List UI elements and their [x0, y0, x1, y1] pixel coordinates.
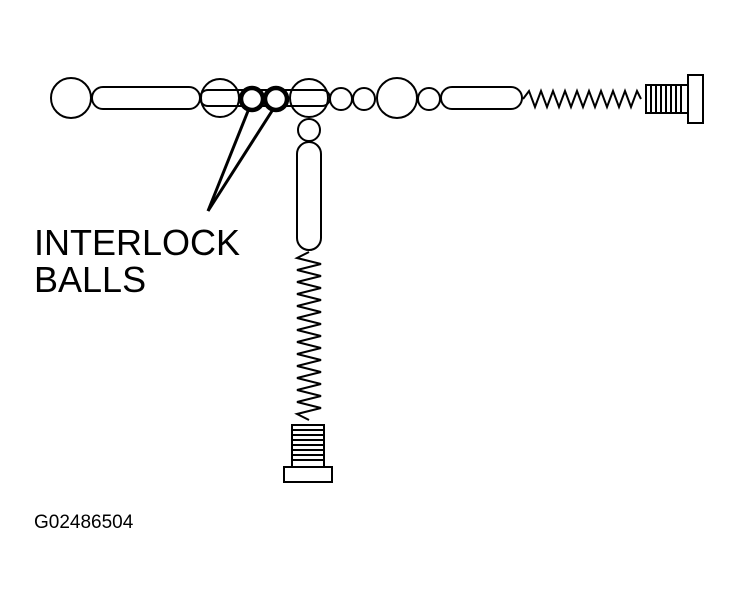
- rail-ball: [200, 78, 240, 118]
- vertical-spring: [294, 251, 322, 421]
- rail-ball: [329, 87, 353, 111]
- interlock-balls: [238, 85, 290, 113]
- interlock-ball-left: [238, 85, 266, 113]
- right-plunger: [440, 86, 523, 110]
- callout-leaders: [206, 110, 274, 212]
- horizontal-plug: [645, 74, 704, 124]
- figure-id: G02486504: [34, 512, 134, 533]
- rail-end-ball: [50, 77, 92, 119]
- callout-label-line1: INTERLOCK: [34, 222, 240, 263]
- horizontal-plunger: [91, 86, 201, 110]
- horizontal-rail: [50, 77, 523, 119]
- vertical-plug: [283, 424, 333, 483]
- horizontal-spring: [522, 88, 642, 110]
- rail-ball: [289, 78, 329, 118]
- rail-ball: [376, 77, 418, 119]
- rail-ball: [352, 87, 376, 111]
- vertical-plunger: [296, 141, 322, 251]
- rail-ball: [417, 87, 441, 111]
- interlock-ball-right: [262, 85, 290, 113]
- vertical-ball: [297, 118, 321, 142]
- vertical-rail: [296, 118, 322, 251]
- callout-label-line2: BALLS: [34, 259, 146, 300]
